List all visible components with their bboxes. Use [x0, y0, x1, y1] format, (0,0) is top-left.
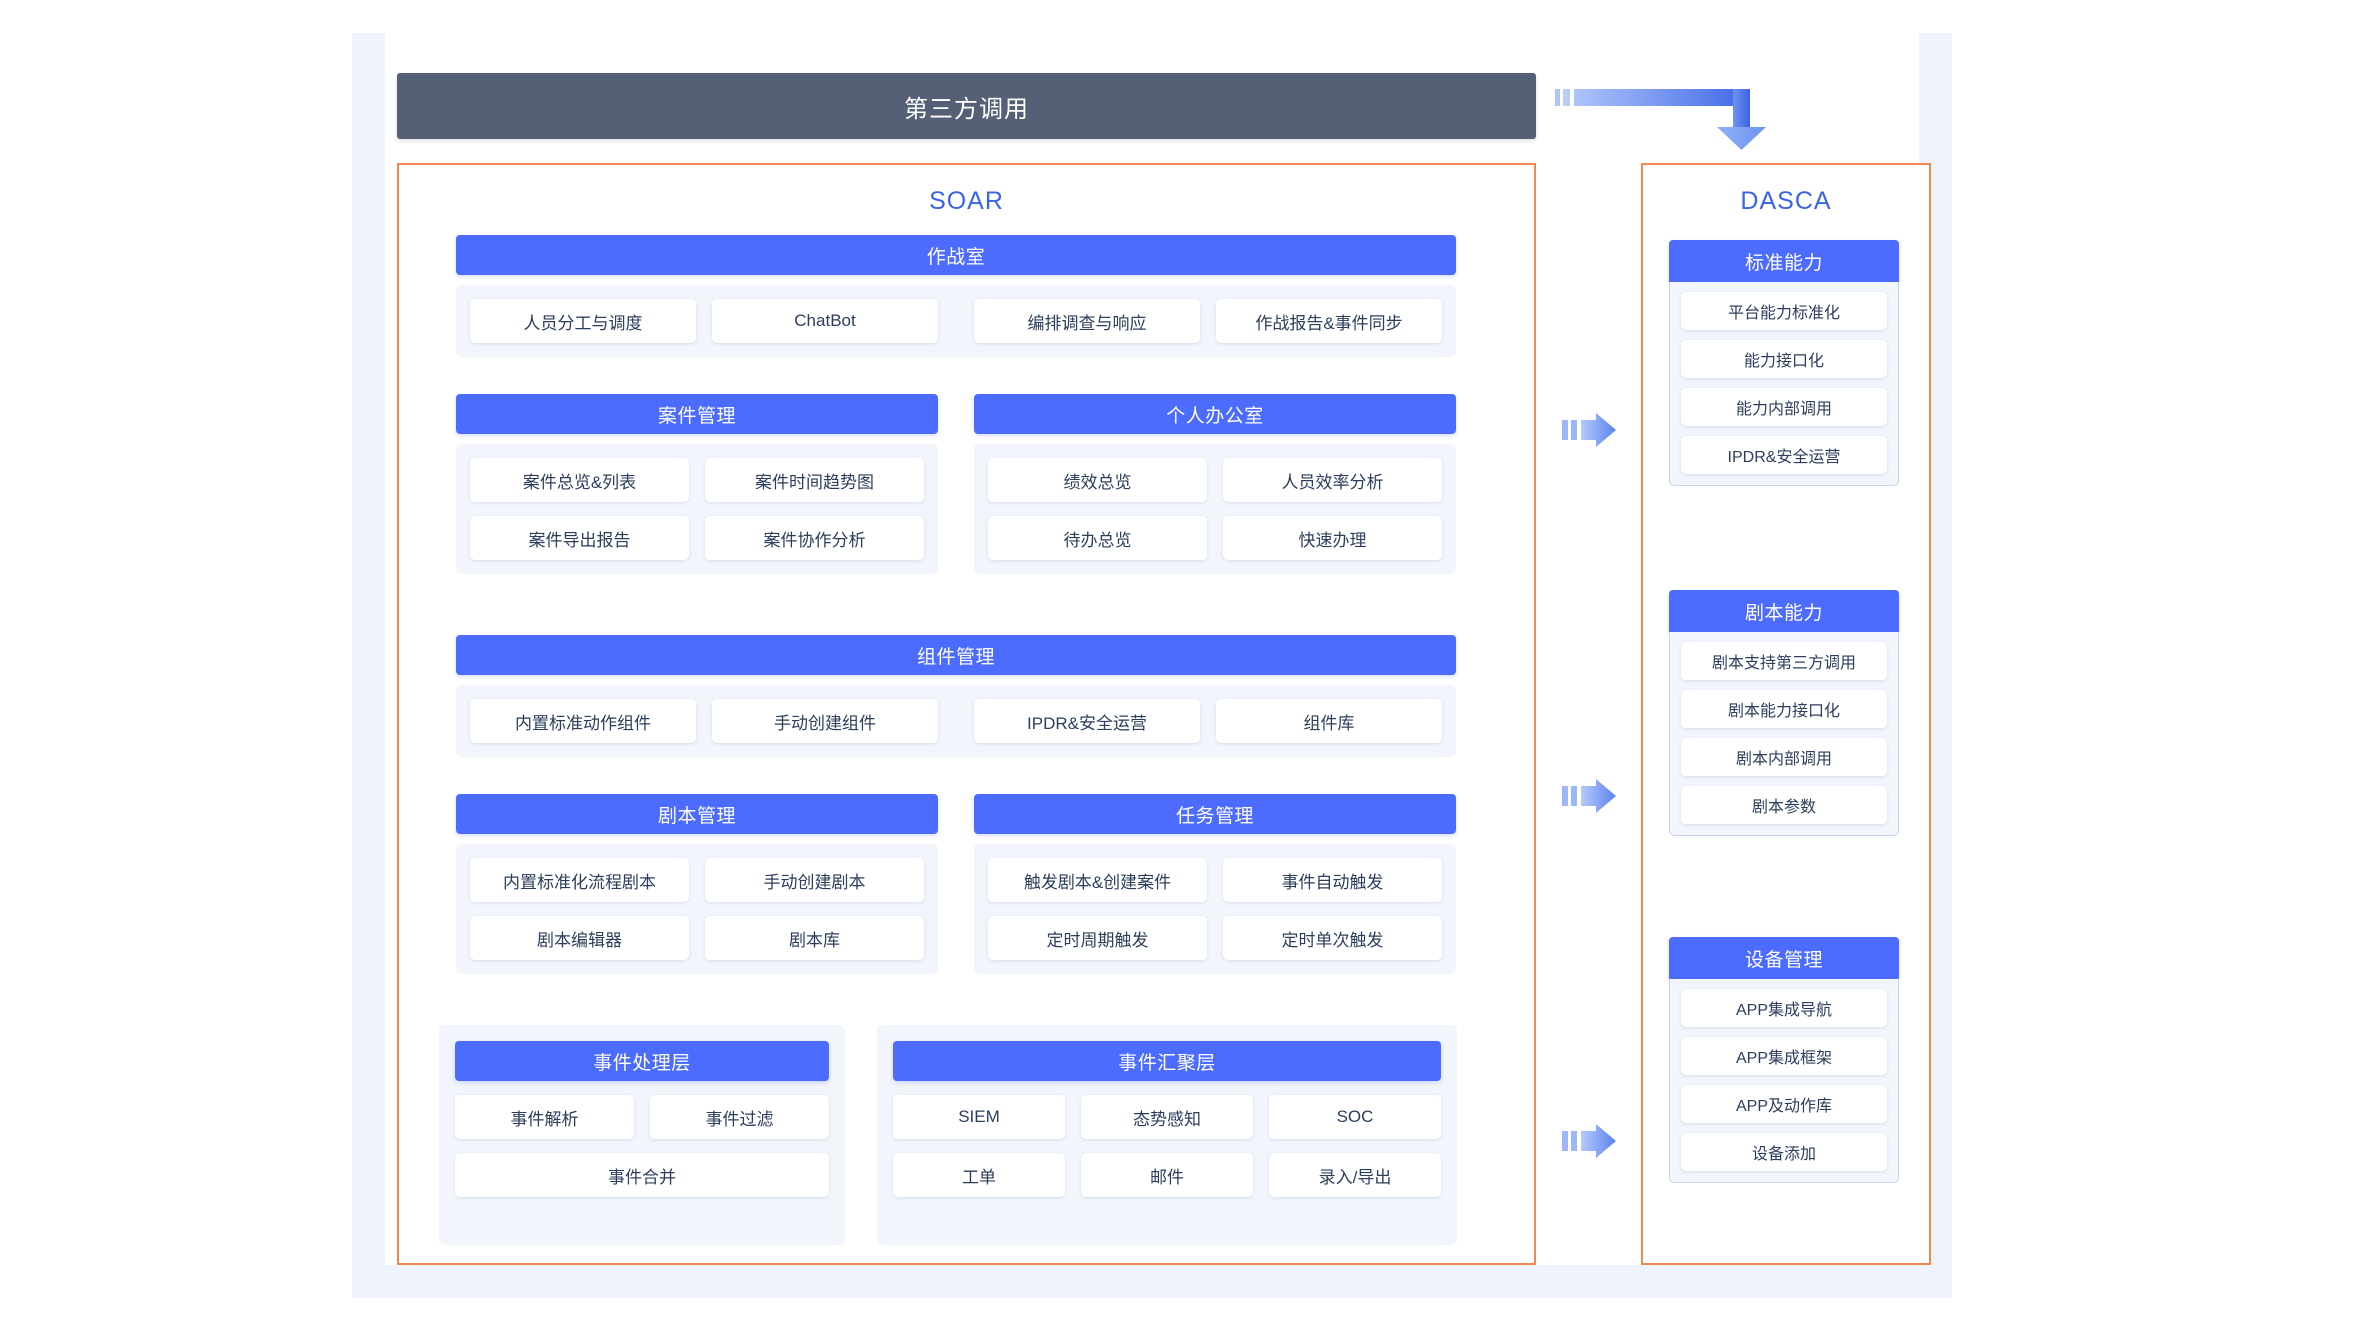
soar-panel: SOAR 作战室 人员分工与调度 ChatBot 编排调查与响应 作战报告&事件… — [397, 163, 1536, 1265]
item-war-room-0-2[interactable]: 编排调查与响应 — [974, 299, 1200, 343]
item-office-1-1[interactable]: 快速办理 — [1223, 516, 1442, 560]
item-event-agg-1-0[interactable]: 工单 — [893, 1153, 1065, 1197]
group-task-management-title: 任务管理 — [974, 794, 1456, 834]
dasca-item-standard-3[interactable]: IPDR&安全运营 — [1681, 436, 1887, 474]
dasca-section-playbook-capability: 剧本能力 剧本支持第三方调用 剧本能力接口化 剧本内部调用 剧本参数 — [1669, 590, 1899, 836]
group-task-management: 任务管理 触发剧本&创建案件 事件自动触发 定时周期触发 定时单次触发 — [974, 794, 1456, 974]
group-component-management-title: 组件管理 — [456, 635, 1456, 675]
dasca-panel: DASCA 标准能力 平台能力标准化 能力接口化 能力内部调用 IPDR&安全运… — [1641, 163, 1931, 1265]
item-event-agg-1-1[interactable]: 邮件 — [1081, 1153, 1253, 1197]
connector-arrow-standard-capability — [1562, 413, 1618, 447]
dasca-panel-title: DASCA — [1740, 187, 1832, 215]
dasca-item-standard-2[interactable]: 能力内部调用 — [1681, 388, 1887, 426]
dasca-section-device-management: 设备管理 APP集成导航 APP集成框架 APP及动作库 设备添加 — [1669, 937, 1899, 1183]
dasca-item-device-2[interactable]: APP及动作库 — [1681, 1085, 1887, 1123]
group-component-management-body: 内置标准动作组件 手动创建组件 IPDR&安全运营 组件库 — [456, 685, 1456, 757]
group-personal-office-body: 绩效总览 人员效率分析 待办总览 快速办理 — [974, 444, 1456, 574]
item-case-1-0[interactable]: 案件导出报告 — [470, 516, 689, 560]
dasca-section-device-management-title: 设备管理 — [1669, 937, 1899, 979]
group-component-management: 组件管理 内置标准动作组件 手动创建组件 IPDR&安全运营 组件库 — [456, 635, 1456, 757]
item-event-agg-0-0[interactable]: SIEM — [893, 1095, 1065, 1139]
item-event-proc-1-0[interactable]: 事件合并 — [455, 1153, 829, 1197]
dasca-section-standard-capability-body: 平台能力标准化 能力接口化 能力内部调用 IPDR&安全运营 — [1669, 282, 1899, 486]
group-event-aggregation: 事件汇聚层 SIEM 态势感知 SOC 工单 邮件 录入/导出 — [877, 1025, 1457, 1245]
group-event-processing: 事件处理层 事件解析 事件过滤 事件合并 — [439, 1025, 845, 1245]
third-party-invocation-header: 第三方调用 — [397, 73, 1536, 139]
item-playbook-0-0[interactable]: 内置标准化流程剧本 — [470, 858, 689, 902]
item-event-agg-0-1[interactable]: 态势感知 — [1081, 1095, 1253, 1139]
dasca-item-device-3[interactable]: 设备添加 — [1681, 1133, 1887, 1171]
item-component-0-0[interactable]: 内置标准动作组件 — [470, 699, 696, 743]
connector-arrow-device-management — [1562, 1124, 1618, 1158]
item-event-proc-0-1[interactable]: 事件过滤 — [650, 1095, 829, 1139]
group-playbook-management-title: 剧本管理 — [456, 794, 938, 834]
item-component-0-1[interactable]: 手动创建组件 — [712, 699, 938, 743]
item-task-1-1[interactable]: 定时单次触发 — [1223, 916, 1442, 960]
group-case-management: 案件管理 案件总览&列表 案件时间趋势图 案件导出报告 案件协作分析 — [456, 394, 938, 574]
dasca-section-standard-capability-title: 标准能力 — [1669, 240, 1899, 282]
dasca-item-playbook-0[interactable]: 剧本支持第三方调用 — [1681, 642, 1887, 680]
item-event-agg-0-2[interactable]: SOC — [1269, 1095, 1441, 1139]
dasca-item-playbook-2[interactable]: 剧本内部调用 — [1681, 738, 1887, 776]
connector-arrow-playbook-capability — [1562, 779, 1618, 813]
item-case-0-1[interactable]: 案件时间趋势图 — [705, 458, 924, 502]
group-case-management-body: 案件总览&列表 案件时间趋势图 案件导出报告 案件协作分析 — [456, 444, 938, 574]
item-task-0-1[interactable]: 事件自动触发 — [1223, 858, 1442, 902]
group-personal-office: 个人办公室 绩效总览 人员效率分析 待办总览 快速办理 — [974, 394, 1456, 574]
item-component-0-3[interactable]: 组件库 — [1216, 699, 1442, 743]
dasca-item-device-1[interactable]: APP集成框架 — [1681, 1037, 1887, 1075]
dasca-item-playbook-1[interactable]: 剧本能力接口化 — [1681, 690, 1887, 728]
group-playbook-management: 剧本管理 内置标准化流程剧本 手动创建剧本 剧本编辑器 剧本库 — [456, 794, 938, 974]
header-to-dasca-arrow — [1555, 84, 1795, 152]
item-office-0-0[interactable]: 绩效总览 — [988, 458, 1207, 502]
group-war-room-title: 作战室 — [456, 235, 1456, 275]
item-office-1-0[interactable]: 待办总览 — [988, 516, 1207, 560]
soar-panel-title: SOAR — [929, 187, 1004, 215]
item-office-0-1[interactable]: 人员效率分析 — [1223, 458, 1442, 502]
group-personal-office-title: 个人办公室 — [974, 394, 1456, 434]
group-war-room: 作战室 人员分工与调度 ChatBot 编排调查与响应 作战报告&事件同步 — [456, 235, 1456, 357]
dasca-item-playbook-3[interactable]: 剧本参数 — [1681, 786, 1887, 824]
group-task-management-body: 触发剧本&创建案件 事件自动触发 定时周期触发 定时单次触发 — [974, 844, 1456, 974]
dasca-item-standard-0[interactable]: 平台能力标准化 — [1681, 292, 1887, 330]
dasca-section-device-management-body: APP集成导航 APP集成框架 APP及动作库 设备添加 — [1669, 979, 1899, 1183]
group-playbook-management-body: 内置标准化流程剧本 手动创建剧本 剧本编辑器 剧本库 — [456, 844, 938, 974]
item-case-0-0[interactable]: 案件总览&列表 — [470, 458, 689, 502]
dasca-section-standard-capability: 标准能力 平台能力标准化 能力接口化 能力内部调用 IPDR&安全运营 — [1669, 240, 1899, 486]
item-event-proc-0-0[interactable]: 事件解析 — [455, 1095, 634, 1139]
item-component-0-2[interactable]: IPDR&安全运营 — [974, 699, 1200, 743]
group-event-processing-title: 事件处理层 — [455, 1041, 829, 1081]
dasca-item-standard-1[interactable]: 能力接口化 — [1681, 340, 1887, 378]
group-event-aggregation-title: 事件汇聚层 — [893, 1041, 1441, 1081]
item-case-1-1[interactable]: 案件协作分析 — [705, 516, 924, 560]
item-task-0-0[interactable]: 触发剧本&创建案件 — [988, 858, 1207, 902]
group-war-room-body: 人员分工与调度 ChatBot 编排调查与响应 作战报告&事件同步 — [456, 285, 1456, 357]
item-playbook-1-0[interactable]: 剧本编辑器 — [470, 916, 689, 960]
dasca-section-playbook-capability-body: 剧本支持第三方调用 剧本能力接口化 剧本内部调用 剧本参数 — [1669, 632, 1899, 836]
item-playbook-0-1[interactable]: 手动创建剧本 — [705, 858, 924, 902]
item-war-room-0-1[interactable]: ChatBot — [712, 299, 938, 343]
dasca-section-playbook-capability-title: 剧本能力 — [1669, 590, 1899, 632]
dasca-item-device-0[interactable]: APP集成导航 — [1681, 989, 1887, 1027]
item-event-agg-1-2[interactable]: 录入/导出 — [1269, 1153, 1441, 1197]
item-task-1-0[interactable]: 定时周期触发 — [988, 916, 1207, 960]
item-war-room-0-3[interactable]: 作战报告&事件同步 — [1216, 299, 1442, 343]
item-playbook-1-1[interactable]: 剧本库 — [705, 916, 924, 960]
item-war-room-0-0[interactable]: 人员分工与调度 — [470, 299, 696, 343]
group-case-management-title: 案件管理 — [456, 394, 938, 434]
